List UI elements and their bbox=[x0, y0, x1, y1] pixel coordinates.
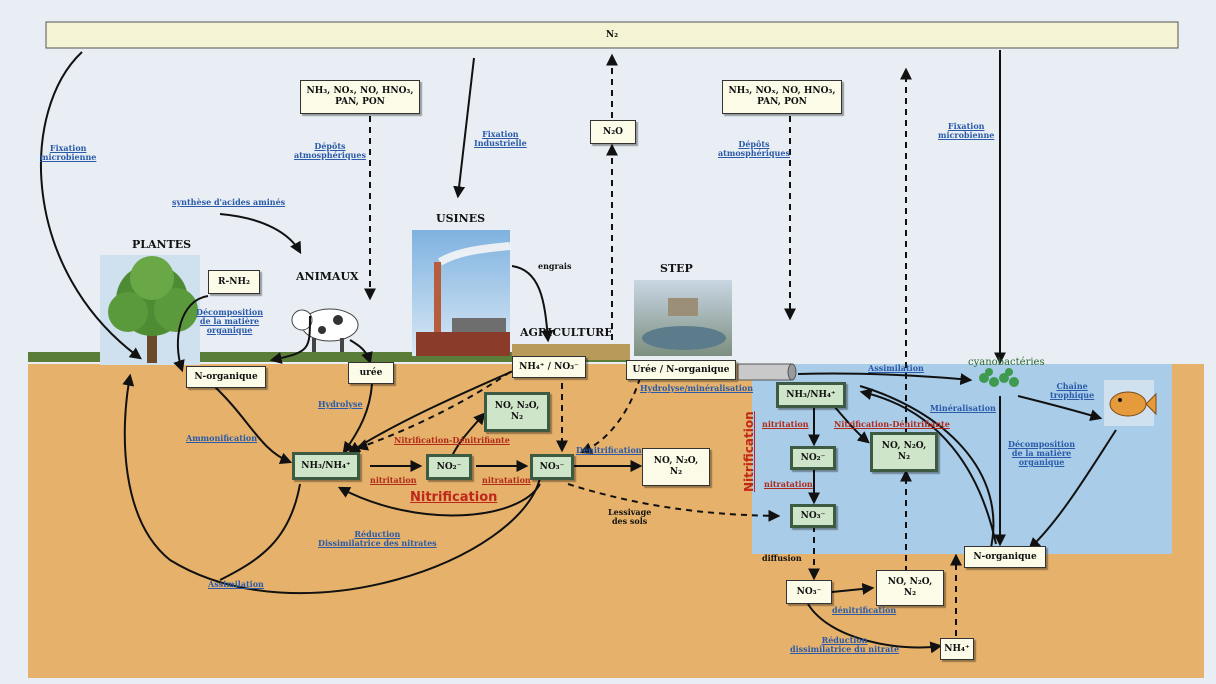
mineralisation-label: Minéralisation bbox=[930, 403, 996, 413]
nitrification-denitrifiante-left-label: Nitrification-Dénitrifiante bbox=[394, 435, 510, 445]
solid-arrows bbox=[40, 50, 1117, 654]
pipe bbox=[737, 363, 797, 381]
denitrification-bottom-label: dénitrification bbox=[832, 605, 897, 615]
arrow-uree-no3 bbox=[579, 377, 641, 454]
atm-compounds-right-box: NH₃, NOₓ, NO, HNO₃, PAN, PON bbox=[722, 80, 842, 114]
arrow-animaux-uree bbox=[269, 315, 311, 364]
no3-left-box: NO₃⁻ bbox=[530, 454, 574, 480]
n2-bar bbox=[45, 21, 1179, 49]
uree-box: urée bbox=[348, 362, 394, 384]
fish-illustration bbox=[1104, 380, 1157, 426]
arrow-reduction-bottom bbox=[807, 603, 943, 654]
cyanobacteria-cluster bbox=[979, 368, 1019, 387]
arrow-reduction-left bbox=[337, 483, 541, 517]
arrow-cow-uree bbox=[349, 339, 373, 365]
arrow-engrais bbox=[511, 265, 554, 343]
arrow-assimilation-inner bbox=[219, 483, 301, 581]
atm-compounds-left-box: NH₃, NOₓ, NO, HNO₃, PAN, PON bbox=[300, 80, 420, 114]
norganique-right-box: N-organique bbox=[964, 546, 1046, 568]
n2-label: N₂ bbox=[605, 29, 619, 40]
no-n2o-n2-bottom-box: NO, N₂O, N₂ bbox=[876, 570, 944, 606]
step-title: STEP bbox=[660, 262, 693, 275]
no3-right-box: NO₃⁻ bbox=[790, 504, 836, 528]
factory-illustration bbox=[412, 230, 511, 356]
nitritation-right-label: nitritation bbox=[762, 419, 809, 429]
arrow-norg-nh3 bbox=[859, 388, 997, 545]
decomposition-left-label: Décomposition de la matière organique bbox=[196, 307, 264, 335]
arrow-lessivage bbox=[567, 483, 781, 522]
arrow-no3b-non2o bbox=[831, 582, 875, 595]
usines-title: USINES bbox=[436, 212, 486, 225]
cyanobacteries-title: cyanobactéries bbox=[968, 357, 1045, 368]
nh3-nh4-left-box: NH₃/NH₄⁺ bbox=[292, 452, 360, 480]
cow-illustration bbox=[291, 308, 359, 352]
arrow-no2-nitrif bbox=[451, 412, 486, 457]
nitratation-left-label: nitratation bbox=[482, 475, 531, 485]
nitratation-right-label: nitratation bbox=[764, 479, 813, 489]
no3-bottom-box: NO₃⁻ bbox=[786, 580, 832, 604]
ammonification-label: Ammonification bbox=[186, 433, 258, 443]
assimilation-right-label: Assimilation bbox=[868, 363, 924, 373]
nh4-no3-box: NH₄⁺ / NO₃⁻ bbox=[512, 356, 586, 378]
fixation-microbienne-left-label: Fixation microbienne bbox=[40, 143, 97, 162]
arrow-ammonification bbox=[213, 385, 293, 464]
arrow-assimilation-left bbox=[122, 373, 541, 594]
reduction-bottom-label: Réduction dissimilatrice du nitrate bbox=[790, 635, 900, 654]
nitrification-denitrifiante-right-label: Nitrification-Dénitrifiante bbox=[834, 419, 950, 429]
nh3-nh4-right-box: NH₃/NH₄⁺ bbox=[776, 382, 846, 408]
denitrification-left-label: Dénitrification bbox=[576, 445, 642, 455]
no-n2o-n2-mid-box: NO, N₂O, N₂ bbox=[484, 392, 550, 432]
grass-strip bbox=[28, 352, 628, 362]
engrais-label: engrais bbox=[538, 261, 572, 271]
decomposition-right-label: Décomposition de la matière organique bbox=[1008, 439, 1076, 467]
arrow-plante-rnh2 bbox=[173, 295, 209, 373]
reduction-left-label: Réduction Dissimilatrice des nitrates bbox=[318, 529, 437, 548]
hydrolyse-label: Hydrolyse bbox=[318, 399, 363, 409]
arrow-nitrif-denitr-left bbox=[355, 371, 511, 451]
arrow-mineralisation bbox=[859, 385, 995, 553]
arrow-fixation-industrielle bbox=[453, 57, 475, 199]
nh4-bottom-box: NH₄⁺ bbox=[940, 638, 974, 660]
no2-left-box: NO₂⁻ bbox=[426, 454, 472, 480]
depots-left-label: Dépôts atmosphériques bbox=[294, 141, 366, 160]
synthese-label: synthèse d'acides aminés bbox=[172, 197, 286, 207]
animaux-title: ANIMAUX bbox=[296, 270, 359, 283]
nitrification-left-title: Nitrification bbox=[410, 490, 498, 505]
arrow-fixation-left bbox=[40, 51, 142, 360]
no-n2o-n2-water-box: NO, N₂O, N₂ bbox=[870, 432, 938, 472]
n2o-box: N₂O bbox=[590, 120, 636, 144]
lessivage-label: Lessivage des sols bbox=[608, 507, 652, 526]
hydrolyse-mineralisation-label: Hydrolyse/minéralisation bbox=[640, 383, 754, 393]
uree-norganique-box: Urée / N-organique bbox=[626, 360, 736, 380]
arrow-cyano-fish bbox=[1017, 395, 1103, 421]
arrow-assim-water bbox=[797, 372, 973, 386]
arrow-fish-norg bbox=[1028, 429, 1117, 550]
diffusion-label: diffusion bbox=[762, 553, 802, 563]
tree-illustration bbox=[100, 255, 200, 365]
arrow-nh3r-nitrif bbox=[833, 405, 870, 444]
assimilation-left-label: Assimilation bbox=[208, 579, 264, 589]
nitrification-vertical-title: Nitrification bbox=[742, 411, 756, 492]
fixation-microbienne-right-label: Fixation microbienne bbox=[938, 121, 995, 140]
norganique-left-box: N-organique bbox=[186, 366, 266, 388]
nitritation-left-label: nitritation bbox=[370, 475, 417, 485]
chaine-trophique-label: Chaîne trophique bbox=[1050, 381, 1095, 400]
plantes-title: PLANTES bbox=[132, 238, 192, 251]
arrow-synthese bbox=[219, 213, 302, 255]
no2-right-box: NO₂⁻ bbox=[790, 446, 836, 470]
agriculture-title: AGRICULTURE bbox=[520, 326, 613, 339]
fixation-industrielle-label: Fixation Industrielle bbox=[474, 129, 527, 148]
depots-right-label: Dépôts atmosphériques bbox=[718, 139, 790, 158]
no-n2o-n2-right-box: NO, N₂O, N₂ bbox=[642, 448, 710, 486]
rnh2-box: R-NH₂ bbox=[208, 270, 260, 294]
step-illustration bbox=[634, 280, 732, 356]
dashed-arrows bbox=[355, 53, 962, 636]
